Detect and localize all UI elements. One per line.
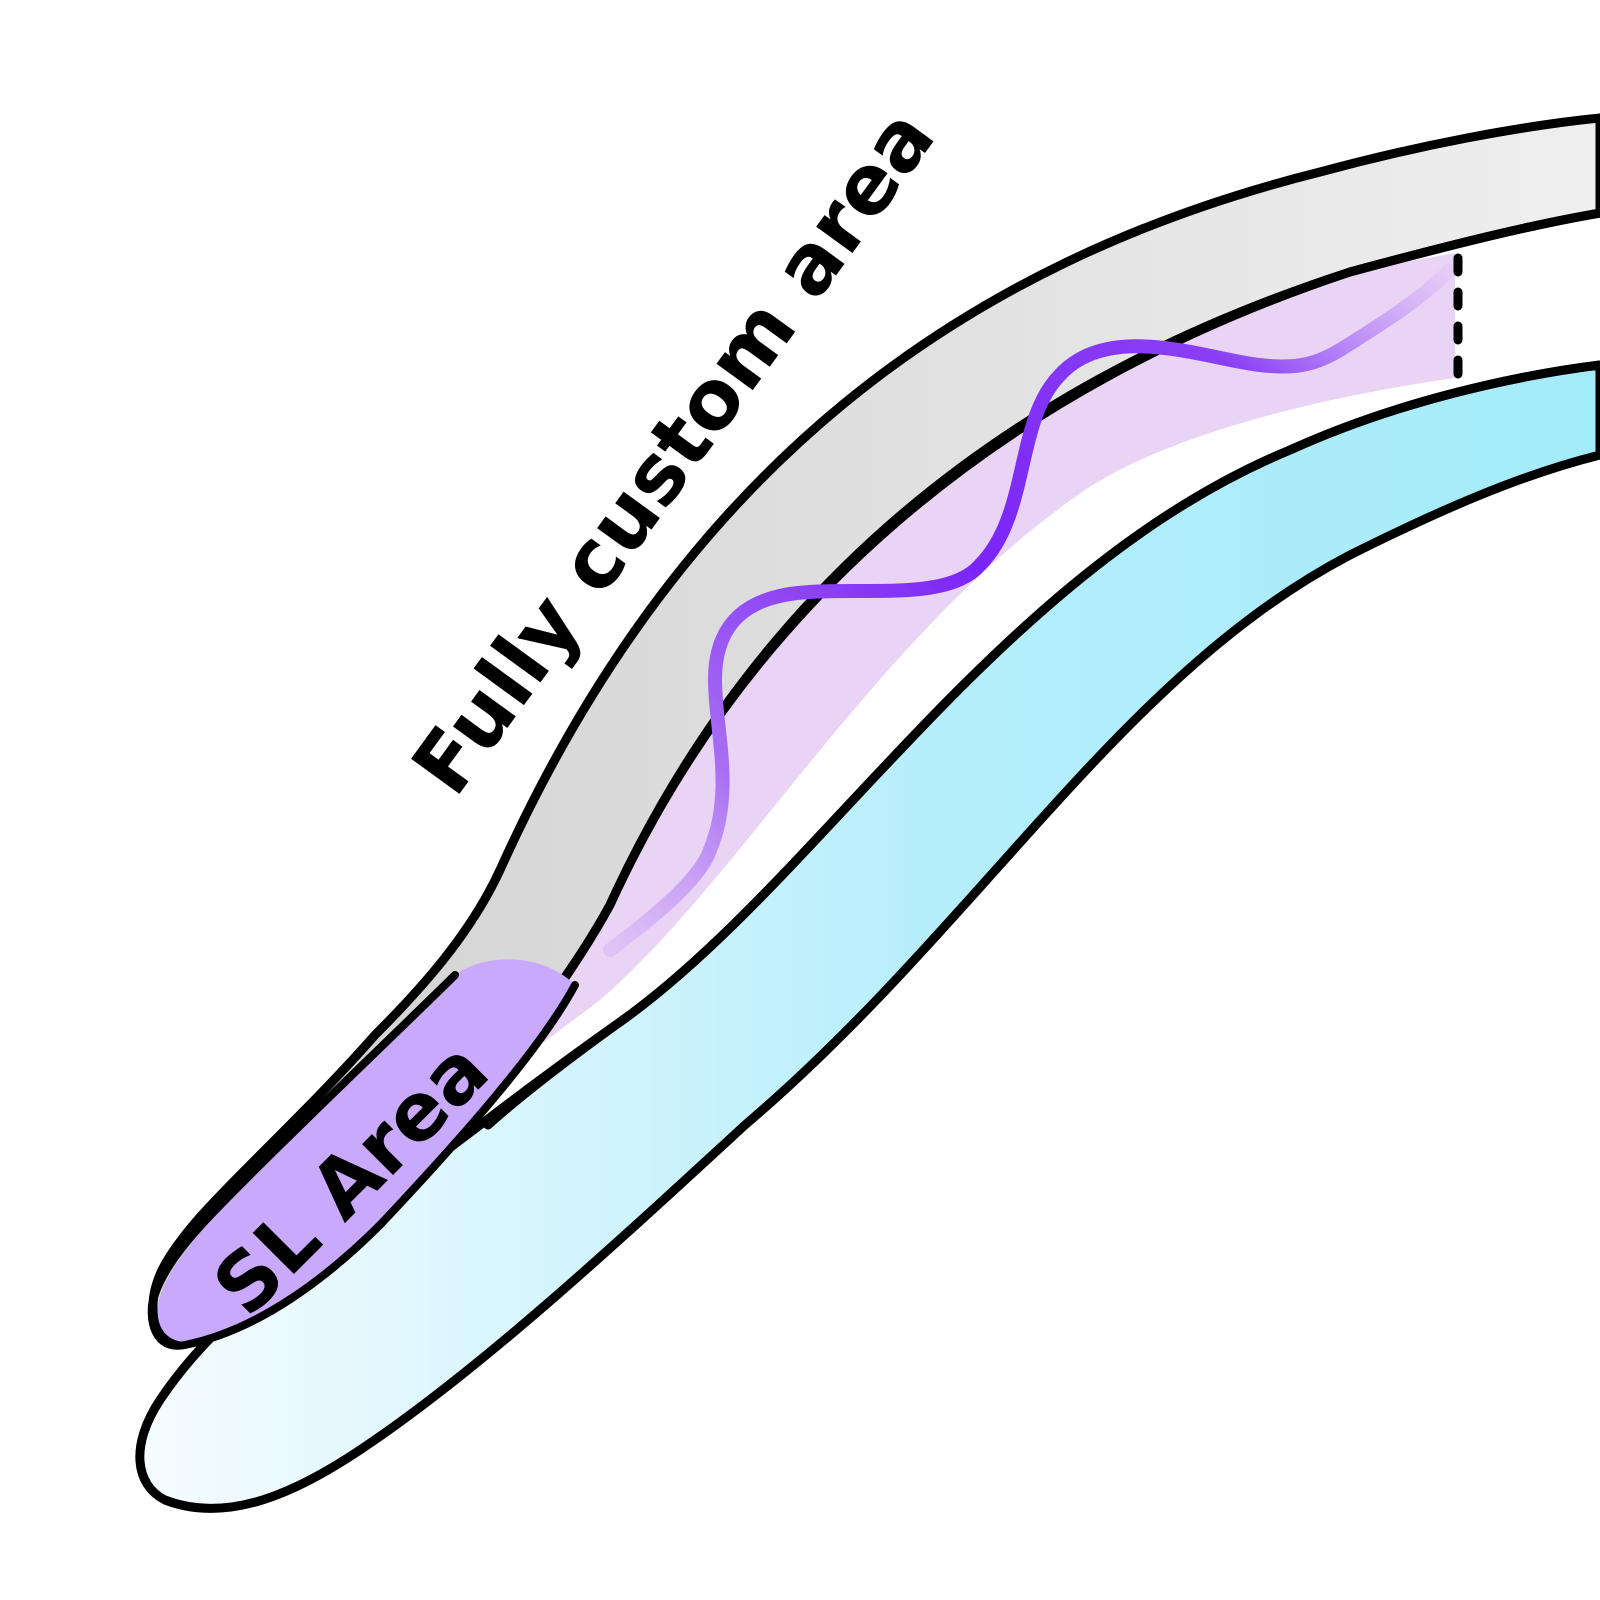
sl-area-outline — [147, 981, 579, 1350]
sl-area-upper-outline — [148, 971, 459, 1309]
sl-area-region — [157, 959, 576, 1342]
inner-top-boundary-line — [483, 360, 1600, 1130]
wavy-trajectory-line — [603, 263, 1457, 957]
middle-boundary-line — [475, 208, 1600, 1100]
